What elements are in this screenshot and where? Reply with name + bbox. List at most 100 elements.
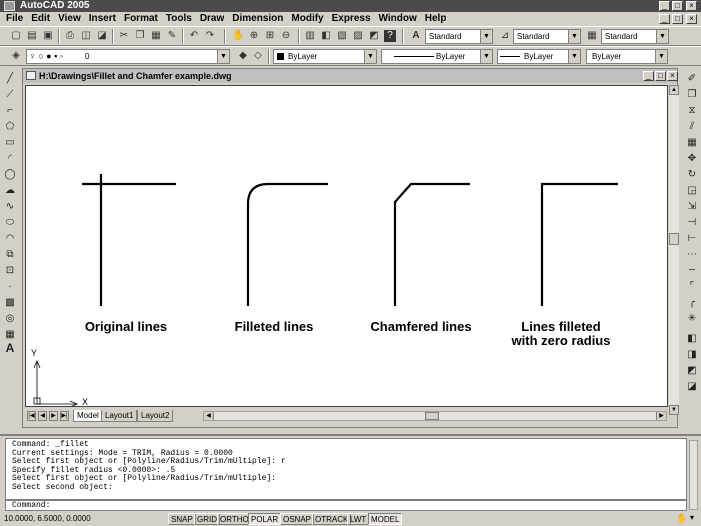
polygon-icon[interactable]: ⬠ bbox=[5, 121, 15, 132]
redo-icon[interactable]: ↷ bbox=[205, 30, 215, 41]
circle-icon[interactable]: ◯ bbox=[4, 169, 16, 180]
zoom-previous-icon[interactable]: ⊖ bbox=[281, 30, 291, 41]
copy-object-icon[interactable]: ❐ bbox=[687, 89, 697, 100]
drawing-canvas[interactable]: Original lines Filleted lines Chamfered … bbox=[25, 85, 668, 407]
extend-icon[interactable]: ⊢ bbox=[687, 233, 697, 244]
color-select[interactable]: ByLayer ▼ bbox=[273, 49, 377, 64]
paste-icon[interactable]: ▦ bbox=[151, 30, 161, 41]
copy-icon[interactable]: ❐ bbox=[135, 30, 145, 41]
polar-toggle[interactable]: POLAR bbox=[248, 513, 282, 525]
tab-model[interactable]: Model bbox=[73, 410, 103, 422]
chevron-down-icon[interactable]: ▼ bbox=[480, 30, 492, 43]
multiline-text-icon[interactable]: A bbox=[5, 341, 15, 355]
grid-toggle[interactable]: GRID bbox=[194, 513, 220, 525]
explode-icon[interactable]: ✳ bbox=[687, 313, 697, 324]
ortho-toggle[interactable]: ORTHO bbox=[217, 513, 252, 525]
table-style-icon[interactable]: ▦ bbox=[587, 30, 597, 41]
chevron-down-icon[interactable]: ▼ bbox=[568, 30, 580, 43]
tab-next-icon[interactable]: ▶ bbox=[49, 411, 58, 421]
layer-previous-icon[interactable]: ◇ bbox=[254, 50, 262, 61]
drawing-close-button[interactable]: × bbox=[667, 71, 678, 81]
rectangle-icon[interactable]: ▭ bbox=[5, 137, 15, 148]
menu-express[interactable]: Express bbox=[331, 13, 371, 24]
hatch-icon[interactable]: ▩ bbox=[5, 297, 15, 308]
command-input[interactable]: Command: bbox=[5, 500, 687, 511]
tab-first-icon[interactable]: |◀ bbox=[27, 411, 36, 421]
tab-layout1[interactable]: Layout1 bbox=[101, 410, 138, 422]
sheet-set-icon[interactable]: ▨ bbox=[353, 30, 363, 41]
zoom-window-icon[interactable]: ⊞ bbox=[265, 30, 275, 41]
chevron-down-icon[interactable]: ▼ bbox=[655, 50, 667, 63]
menu-file[interactable]: File bbox=[6, 13, 24, 24]
design-center-icon[interactable]: ◧ bbox=[321, 30, 331, 41]
break-at-point-icon[interactable]: ⋯ bbox=[687, 249, 697, 260]
offset-icon[interactable]: ⫽ bbox=[689, 121, 695, 132]
tab-layout2[interactable]: Layout2 bbox=[137, 410, 174, 422]
tray-settings-icon[interactable]: ✋ bbox=[676, 513, 688, 523]
tab-prev-icon[interactable]: ◀ bbox=[38, 411, 47, 421]
hscroll-thumb[interactable] bbox=[425, 412, 439, 420]
plotstyle-select[interactable]: ByLayer ▼ bbox=[586, 49, 668, 64]
menu-modify[interactable]: Modify bbox=[291, 13, 324, 24]
save-icon[interactable]: ▣ bbox=[43, 30, 53, 41]
array-icon[interactable]: ▦ bbox=[687, 137, 697, 148]
maximize-button[interactable]: □ bbox=[672, 1, 683, 11]
scroll-down-icon[interactable]: ▼ bbox=[669, 405, 679, 415]
break-icon[interactable]: ╌ bbox=[688, 265, 696, 276]
dim-style-select[interactable]: Standard ▼ bbox=[513, 29, 581, 44]
plot-icon[interactable]: ⎙ bbox=[66, 30, 74, 41]
undo-icon[interactable]: ↶ bbox=[189, 30, 199, 41]
menu-insert[interactable]: Insert bbox=[88, 13, 116, 24]
make-block-icon[interactable]: ⊡ bbox=[5, 265, 15, 276]
linetype-select[interactable]: ByLayer ▼ bbox=[381, 49, 493, 64]
table-icon[interactable]: ▦ bbox=[5, 329, 15, 340]
horizontal-scrollbar[interactable]: ◀ ▶ bbox=[203, 411, 667, 421]
chevron-down-icon[interactable]: ▼ bbox=[217, 50, 229, 63]
scroll-up-icon[interactable]: ▲ bbox=[669, 85, 679, 95]
chevron-down-icon[interactable]: ▼ bbox=[364, 50, 376, 63]
vertical-scrollbar[interactable]: ▲ ▼ bbox=[669, 85, 679, 415]
draw-order-front-icon[interactable]: ◧ bbox=[687, 333, 697, 344]
plot-preview-icon[interactable]: ◫ bbox=[81, 30, 91, 41]
pan-icon[interactable]: ✋ bbox=[232, 30, 245, 41]
menu-format[interactable]: Format bbox=[123, 13, 158, 24]
mirror-icon[interactable]: ⧖ bbox=[688, 105, 696, 116]
chevron-down-icon[interactable]: ▼ bbox=[568, 50, 580, 63]
status-menu-icon[interactable]: ▾ bbox=[690, 513, 695, 522]
bring-above-icon[interactable]: ◩ bbox=[687, 365, 697, 376]
match-properties-icon[interactable]: ✎ bbox=[167, 30, 177, 41]
menu-view[interactable]: View bbox=[58, 13, 81, 24]
region-icon[interactable]: ◎ bbox=[5, 313, 15, 324]
lineweight-select[interactable]: ByLayer ▼ bbox=[497, 49, 581, 64]
osnap-toggle[interactable]: OSNAP bbox=[280, 513, 315, 525]
otrack-toggle[interactable]: OTRACK bbox=[312, 513, 352, 525]
erase-icon[interactable]: ✐ bbox=[687, 73, 697, 84]
menu-help[interactable]: Help bbox=[424, 13, 447, 24]
spline-icon[interactable]: ∿ bbox=[5, 201, 15, 212]
doc-minimize-button[interactable]: _ bbox=[659, 14, 670, 24]
close-button[interactable]: × bbox=[686, 1, 697, 11]
text-style-select[interactable]: Standard ▼ bbox=[425, 29, 493, 44]
text-style-icon[interactable]: A bbox=[412, 30, 420, 41]
ellipse-icon[interactable]: ⬭ bbox=[5, 217, 15, 228]
open-icon[interactable]: ▤ bbox=[27, 30, 37, 41]
tab-last-icon[interactable]: ▶| bbox=[60, 411, 69, 421]
layer-manager-icon[interactable]: ◈ bbox=[12, 50, 20, 61]
point-icon[interactable]: · bbox=[8, 281, 12, 292]
fillet-icon[interactable]: ╭ bbox=[688, 297, 696, 308]
table-style-select[interactable]: Standard ▼ bbox=[601, 29, 669, 44]
drawing-minimize-button[interactable]: _ bbox=[643, 71, 654, 81]
snap-toggle[interactable]: SNAP bbox=[168, 513, 196, 525]
zoom-realtime-icon[interactable]: ⊕ bbox=[249, 30, 259, 41]
zero-radius-filleted-lines[interactable] bbox=[540, 182, 618, 306]
chevron-down-icon[interactable]: ▼ bbox=[656, 30, 668, 43]
cut-icon[interactable]: ✂ bbox=[119, 30, 129, 41]
menu-edit[interactable]: Edit bbox=[31, 13, 51, 24]
make-current-layer-icon[interactable]: ◆ bbox=[239, 50, 247, 61]
filleted-lines[interactable] bbox=[246, 182, 328, 306]
scroll-thumb[interactable] bbox=[669, 233, 679, 245]
doc-restore-button[interactable]: □ bbox=[672, 14, 683, 24]
scroll-right-icon[interactable]: ▶ bbox=[656, 412, 666, 420]
draw-order-back-icon[interactable]: ◨ bbox=[687, 349, 697, 360]
dim-style-icon[interactable]: ⊿ bbox=[500, 30, 510, 41]
